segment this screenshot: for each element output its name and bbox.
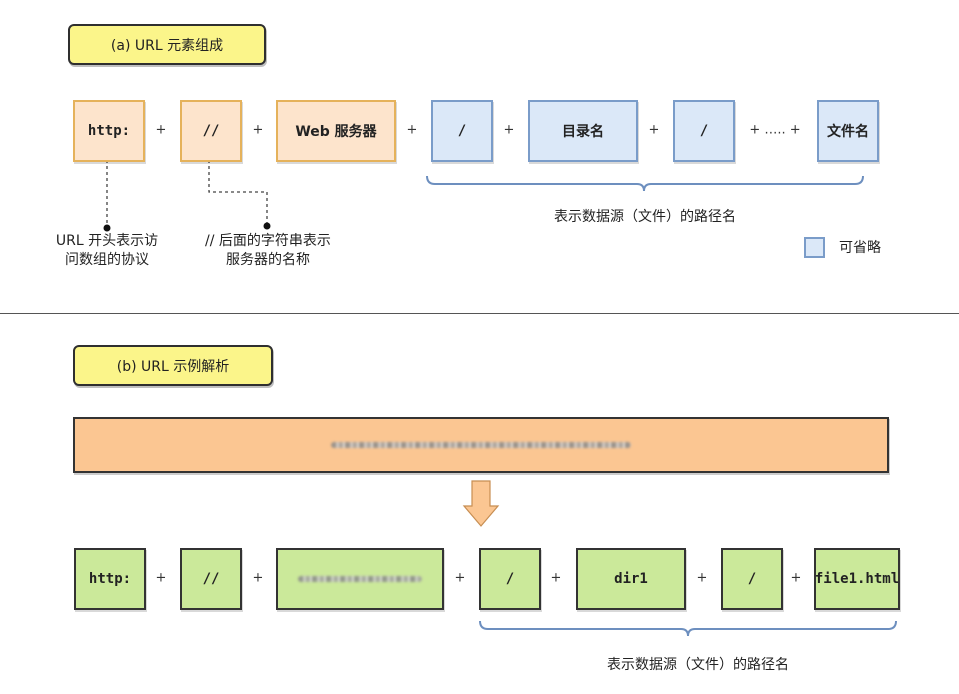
double-slash-label: // [202, 123, 220, 139]
plus-sign: + [406, 122, 418, 138]
section-divider [0, 313, 959, 314]
slash-label-1: / [457, 123, 467, 139]
plus-sign: + [155, 122, 167, 138]
web-server-label: Web 服务器 [295, 124, 377, 140]
directory-box: 目录名 [528, 100, 638, 162]
filename-box-b: file1.html [814, 548, 900, 610]
ellipsis-plus: + ….. + [749, 122, 801, 138]
server-leader-line [208, 160, 268, 226]
protocol-label-b: http: [88, 571, 132, 587]
slash-label-b-1: / [505, 571, 515, 587]
plus-sign: + [155, 570, 167, 586]
section-a-tag-label: (a) URL 元素组成 [110, 37, 224, 54]
web-server-box: Web 服务器 [276, 100, 396, 162]
plus-sign: + [503, 122, 515, 138]
slash-box-1: / [431, 100, 493, 162]
slash-box-b-2: / [721, 548, 783, 610]
double-slash-box-b: // [180, 548, 242, 610]
legend-swatch [804, 236, 825, 258]
slash-box-2: / [673, 100, 735, 162]
directory-label: 目录名 [562, 124, 604, 140]
section-b-tag-label: (b) URL 示例解析 [116, 358, 230, 375]
plus-sign: + [550, 570, 562, 586]
directory-label-b: dir1 [614, 571, 648, 587]
path-brace-a [426, 175, 864, 192]
legend: 可省略 [804, 236, 881, 258]
slash-label-2: / [699, 123, 709, 139]
slash-label-b-2: / [747, 571, 757, 587]
url-banner [73, 417, 889, 473]
protocol-box: http: [73, 100, 145, 162]
path-brace-label-a: 表示数据源（文件）的路径名 [554, 209, 736, 225]
legend-label: 可省略 [839, 240, 881, 256]
protocol-box-b: http: [74, 548, 146, 610]
server-note-line-2: 服务器的名称 [226, 252, 310, 268]
blurred-url [331, 442, 631, 448]
plus-sign: + [252, 122, 264, 138]
directory-box-b: dir1 [576, 548, 686, 610]
server-leader-dot [263, 222, 271, 230]
server-note: // 后面的字符串表示 服务器的名称 [188, 232, 348, 270]
protocol-note-line-2: 问数组的协议 [65, 252, 149, 268]
plus-sign: + [648, 122, 660, 138]
section-a-tag: (a) URL 元素组成 [68, 24, 266, 65]
blurred-server-name [298, 576, 422, 582]
double-slash-box: // [180, 100, 242, 162]
plus-sign: + [454, 570, 466, 586]
path-brace-b [479, 620, 897, 637]
plus-sign: + [790, 570, 802, 586]
slash-box-b-1: / [479, 548, 541, 610]
filename-label: 文件名 [827, 124, 869, 140]
protocol-label: http: [87, 123, 131, 139]
protocol-note: URL 开头表示访 问数组的协议 [40, 232, 174, 270]
filename-label-b: file1.html [814, 571, 900, 587]
plus-sign: + [252, 570, 264, 586]
server-box-b [276, 548, 444, 610]
double-slash-label-b: // [202, 571, 220, 587]
protocol-note-line-1: URL 开头表示访 [55, 233, 159, 249]
server-note-line-1: // 后面的字符串表示 [205, 233, 331, 249]
path-brace-label-b: 表示数据源（文件）的路径名 [607, 657, 789, 673]
down-arrow-icon [462, 480, 500, 527]
filename-box: 文件名 [817, 100, 879, 162]
section-b-tag: (b) URL 示例解析 [73, 345, 273, 386]
protocol-leader-dot [103, 224, 111, 232]
plus-sign: + [696, 570, 708, 586]
